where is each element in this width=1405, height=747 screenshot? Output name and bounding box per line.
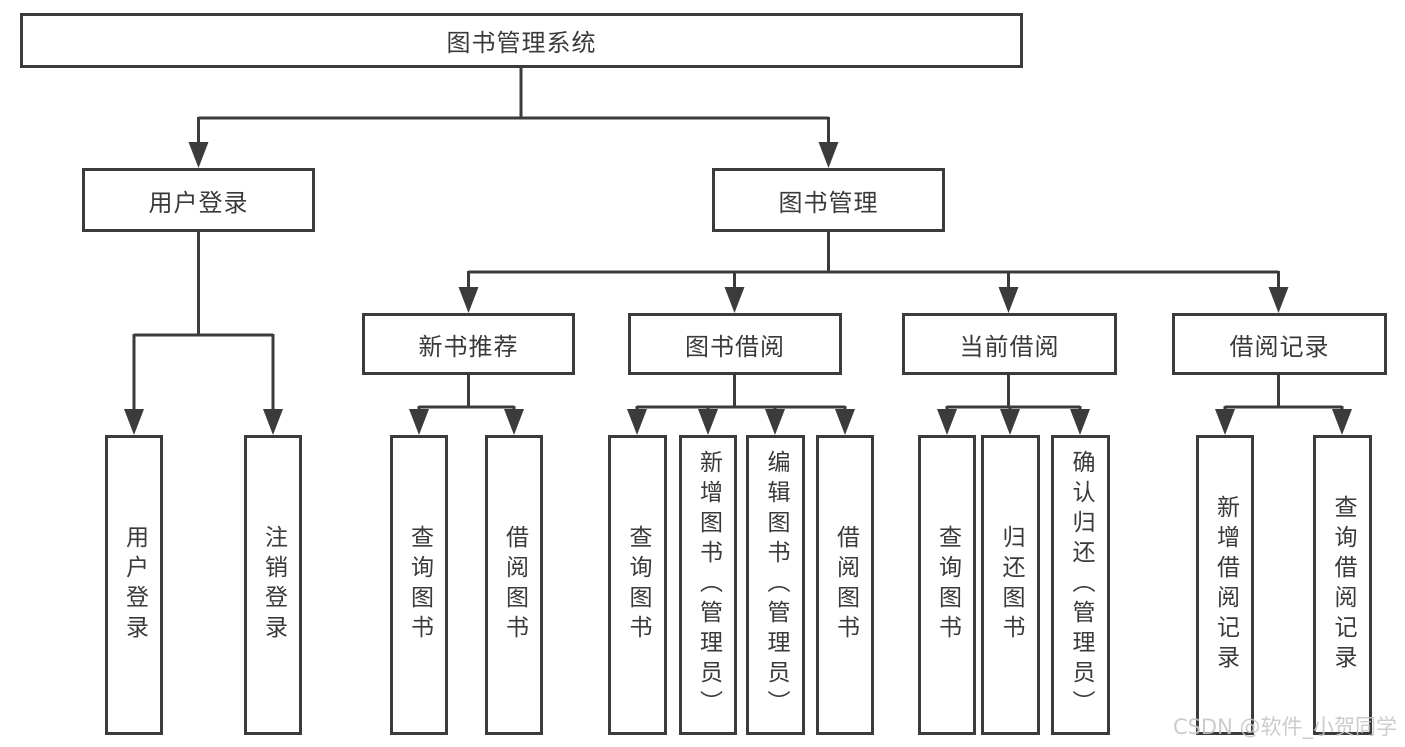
node-new-book-recommend: 新书推荐 <box>362 313 575 375</box>
leaf-add-books-admin: 新增图书（管理员） <box>679 435 737 735</box>
leaf-query-books-2: 查询图书 <box>608 435 667 735</box>
node-root: 图书管理系统 <box>20 13 1023 68</box>
leaf-borrow-books-2: 借阅图书 <box>816 435 874 735</box>
leaf-query-books-3: 查询图书 <box>918 435 976 735</box>
node-borrow-records: 借阅记录 <box>1172 313 1387 375</box>
leaf-add-borrow-record: 新增借阅记录 <box>1196 435 1254 735</box>
leaf-logout: 注销登录 <box>244 435 302 735</box>
leaf-borrow-books-1: 借阅图书 <box>485 435 543 735</box>
leaf-query-borrow-record: 查询借阅记录 <box>1313 435 1372 735</box>
node-book-management: 图书管理 <box>712 168 945 232</box>
node-book-borrow: 图书借阅 <box>628 313 842 375</box>
leaf-return-books: 归还图书 <box>981 435 1040 735</box>
node-user-login: 用户登录 <box>82 168 315 232</box>
leaf-query-books-1: 查询图书 <box>390 435 448 735</box>
csdn-watermark: CSDN @软件_小贺同学 <box>1172 715 1397 739</box>
leaf-edit-books-admin: 编辑图书（管理员） <box>746 435 805 735</box>
leaf-user-login: 用户登录 <box>105 435 163 735</box>
leaf-confirm-return-admin: 确认归还（管理员） <box>1051 435 1110 735</box>
node-current-borrow: 当前借阅 <box>902 313 1117 375</box>
